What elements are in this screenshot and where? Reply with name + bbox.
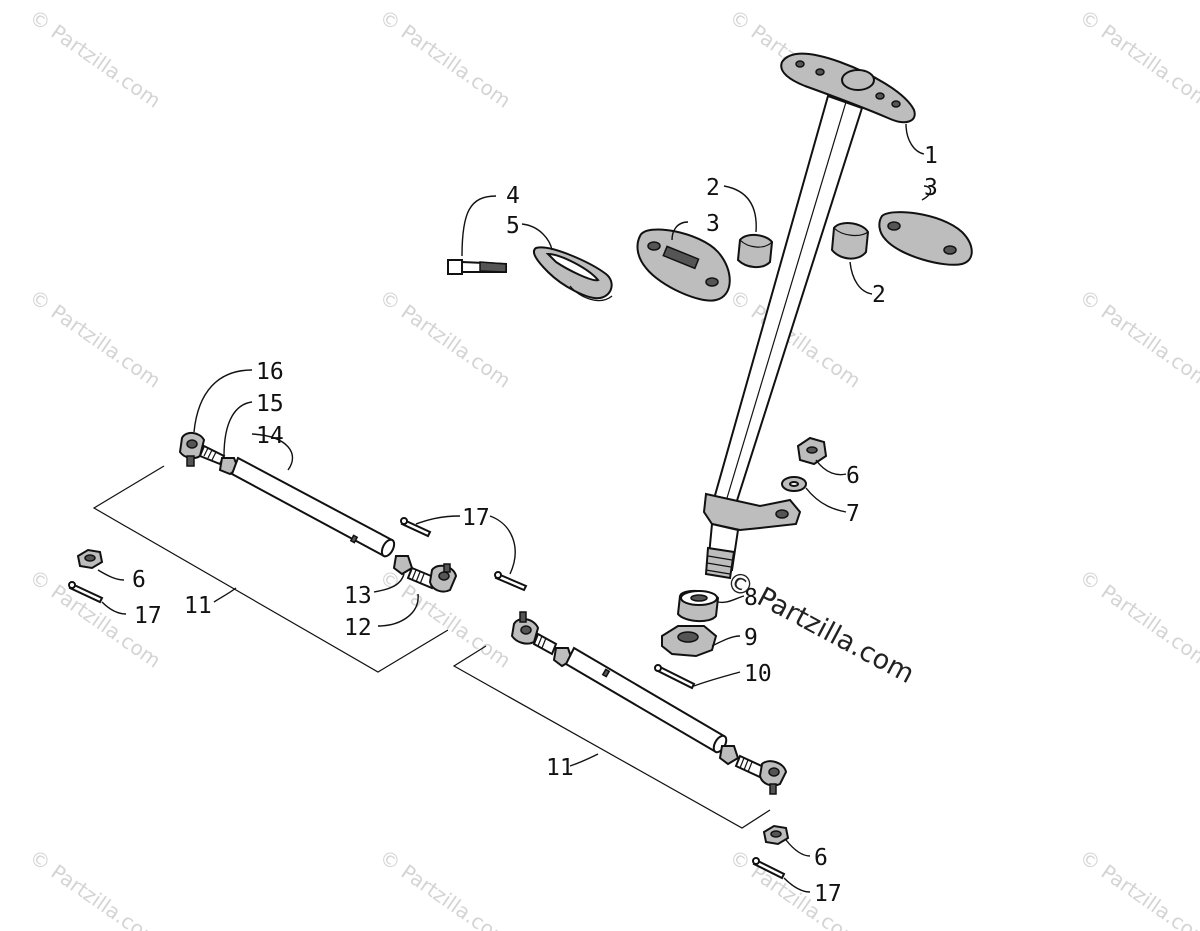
castle-nut (661, 625, 718, 658)
callout-2: 2 (872, 282, 886, 308)
bolt (447, 259, 507, 275)
bearing (676, 590, 720, 622)
leader-lines (97, 123, 932, 893)
callout-17: 17 (814, 881, 842, 907)
cotter-pin-mid-b (494, 571, 528, 592)
watermark-tile: © Partzilla.com (25, 844, 165, 931)
tie-rod-right (452, 611, 788, 829)
callout-15: 15 (256, 391, 284, 417)
callout-7: 7 (846, 501, 860, 527)
watermark-tile: © Partzilla.com (375, 844, 515, 931)
callout-11: 11 (184, 593, 212, 619)
clip (532, 246, 613, 301)
bushing-right (830, 222, 870, 260)
cotter-pin-long (654, 664, 696, 690)
nut-upper (796, 436, 828, 466)
watermark-tile: © Partzilla.com (1075, 4, 1200, 112)
tie-rod-left (92, 432, 458, 673)
callout-6: 6 (814, 845, 828, 871)
callout-12: 12 (344, 615, 372, 641)
callout-17: 17 (134, 603, 162, 629)
callout-10: 10 (744, 661, 772, 687)
cotter-pin-bottom (752, 857, 786, 880)
watermark-tile: © Partzilla.com (375, 4, 515, 112)
callout-labels: 1 2 2 3 3 4 5 6 6 6 7 8 9 10 11 11 12 13… (132, 143, 938, 907)
watermark-tile: © Partzilla.com (375, 284, 515, 392)
watermark-layer: © Partzilla.com © Partzilla.com © Partzi… (25, 4, 1200, 931)
callout-4: 4 (506, 183, 520, 209)
cotter-pin-left (68, 581, 104, 604)
watermark-tile: © Partzilla.com (1075, 564, 1200, 672)
callout-6: 6 (846, 463, 860, 489)
nut-left (76, 548, 104, 570)
callout-3: 3 (924, 175, 938, 201)
callout-5: 5 (506, 213, 520, 239)
watermark-tile: © Partzilla.com (1075, 844, 1200, 931)
watermark-tile: © Partzilla.com (25, 4, 165, 112)
watermark-tile: © Partzilla.com (1075, 284, 1200, 392)
nut-bottom (762, 824, 790, 846)
watermark-tile: © Partzilla.com (25, 284, 165, 392)
callout-14: 14 (256, 423, 284, 449)
washer (781, 476, 807, 492)
cap-left (636, 228, 731, 302)
callout-17: 17 (462, 505, 490, 531)
callout-16: 16 (256, 359, 284, 385)
callout-9: 9 (744, 625, 758, 651)
callout-11: 11 (546, 755, 574, 781)
callout-2: 2 (706, 175, 720, 201)
callout-1: 1 (924, 143, 938, 169)
steering-post (702, 52, 916, 580)
bushing-left (736, 234, 774, 268)
callout-6: 6 (132, 567, 146, 593)
cotter-pin-mid-a (400, 517, 432, 538)
callout-8: 8 (744, 585, 758, 611)
callout-3: 3 (706, 211, 720, 237)
cap-right (878, 211, 973, 266)
callout-13: 13 (344, 583, 372, 609)
